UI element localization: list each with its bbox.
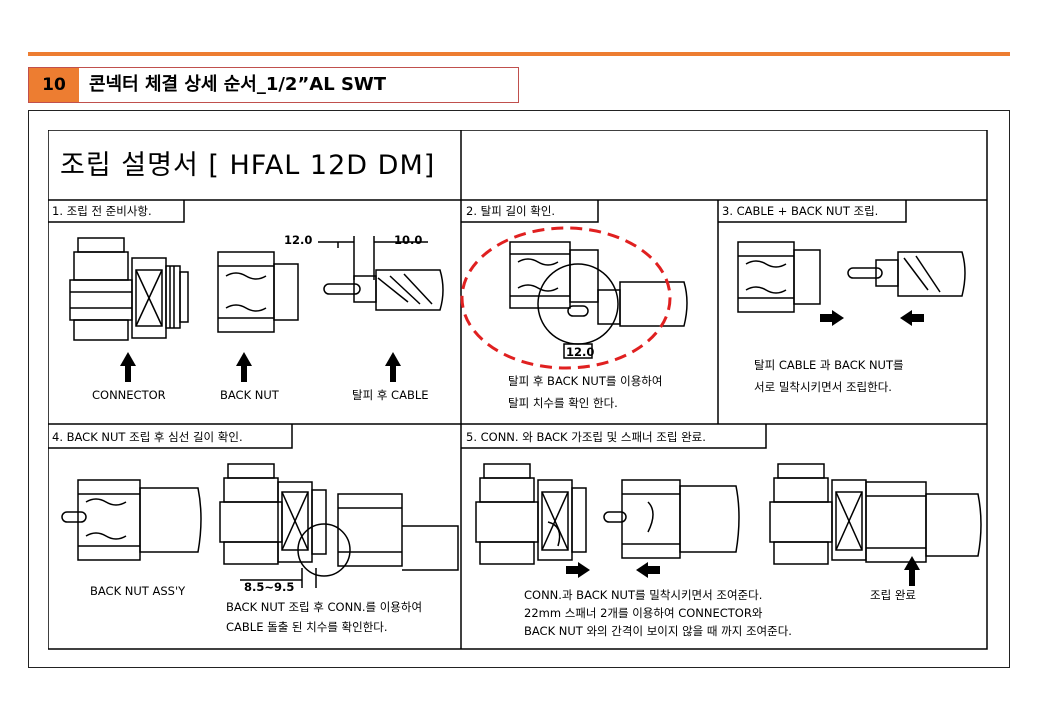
- dim-protrusion-range: 8.5~9.5: [244, 580, 295, 594]
- dim-strip-length: 12.0: [284, 233, 313, 247]
- pointer-arrows-1: [120, 352, 401, 382]
- assembled-connector-drawing: [769, 463, 982, 565]
- step-1-heading: 1. 조립 전 준비사항.: [52, 204, 152, 218]
- slide-number: 10: [29, 68, 79, 102]
- direction-arrows-5: [566, 556, 920, 586]
- step-4-heading: 4. BACK NUT 조립 후 심선 길이 확인.: [52, 430, 243, 444]
- direction-arrows-3: [820, 310, 924, 326]
- step-5-heading: 5. CONN. 와 BACK 가조립 및 스패너 조립 완료.: [466, 430, 706, 444]
- label-back-nut-assy: BACK NUT ASS'Y: [90, 584, 186, 598]
- step-2-note-line-2: 탈피 치수를 확인 한다.: [508, 396, 618, 410]
- slide-title: 콘넥터 체결 상세 순서_1/2”AL SWT: [89, 74, 387, 95]
- step-4-note-line-2: CABLE 돌출 된 치수를 확인한다.: [226, 620, 388, 634]
- assembly-drawing: [48, 130, 988, 650]
- back-nut-cable-drawing-5: [603, 479, 740, 559]
- image-frame: [28, 110, 1010, 668]
- highlight-circle: [460, 226, 672, 370]
- step-3-note-line-2: 서로 밀착시키면서 조립한다.: [754, 380, 892, 394]
- step-5-note-line-1: CONN.과 BACK NUT를 밀착시키면서 조여준다.: [524, 588, 763, 602]
- cable-back-nut-drawing: [737, 241, 966, 313]
- slide-header: 10 콘넥터 체결 상세 순서_1/2”AL SWT: [28, 67, 519, 103]
- label-back-nut: BACK NUT: [220, 388, 279, 402]
- connector-drawing-5: [475, 463, 587, 565]
- sheet-title: 조립 설명서 [ HFAL 12D DM]: [60, 150, 436, 181]
- label-assembly-complete: 조립 완료: [870, 588, 916, 602]
- assembly-instruction-sheet: 조립 설명서 [ HFAL 12D DM] 1. 조립 전 준비사항. 2. 탈…: [48, 130, 990, 650]
- dim-jacket-length: 10.0: [394, 233, 423, 247]
- step-3-heading: 3. CABLE + BACK NUT 조립.: [722, 204, 879, 218]
- back-nut-assy-drawing: [61, 479, 202, 561]
- dim-check-length: 12.0: [566, 345, 595, 359]
- back-nut-drawing-1: [217, 251, 299, 333]
- step-5-note-line-3: BACK NUT 와의 간격이 보이지 않을 때 까지 조여준다.: [524, 624, 792, 638]
- step-5-note-line-2: 22mm 스패너 2개를 이용하여 CONNECTOR와: [524, 606, 763, 620]
- label-stripped-cable: 탈피 후 CABLE: [352, 388, 429, 402]
- connector-assy-drawing-4: [219, 463, 459, 588]
- connector-drawing-1: [69, 237, 189, 341]
- back-nut-check-drawing: [509, 241, 688, 359]
- header-rule: [28, 52, 1010, 56]
- step-2-note-line-1: 탈피 후 BACK NUT를 이용하여: [508, 374, 663, 388]
- step-2-heading: 2. 탈피 길이 확인.: [466, 204, 556, 218]
- step-3-note-line-1: 탈피 CABLE 과 BACK NUT를: [754, 358, 904, 372]
- stripped-cable-drawing-1: [318, 236, 444, 311]
- step-4-note-line-1: BACK NUT 조립 후 CONN.를 이용하여: [226, 600, 423, 614]
- label-connector: CONNECTOR: [92, 388, 166, 402]
